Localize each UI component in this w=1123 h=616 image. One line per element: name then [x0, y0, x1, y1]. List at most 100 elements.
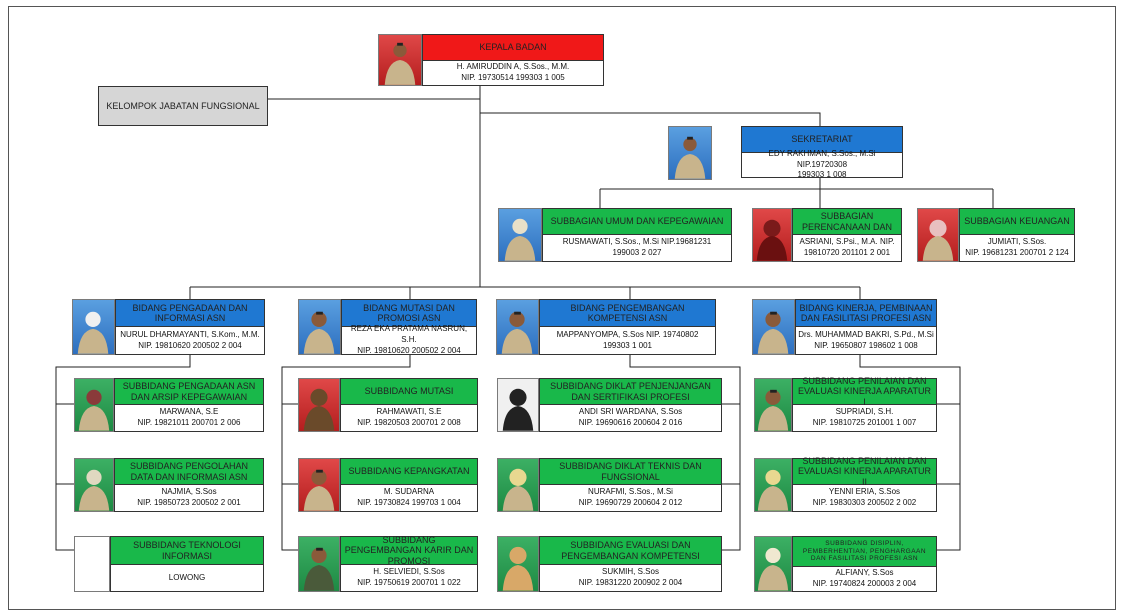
subbidang-photo-2-1 [298, 378, 340, 432]
subbidang-photo-3-3 [497, 536, 539, 592]
subbidang-title-3-2: SUBBIDANG DIKLAT TEKNIS DAN FUNGSIONAL [540, 459, 721, 485]
kepala-nip: NIP. 19730514 199303 1 005 [461, 73, 565, 82]
subbidang-photo-1-3 [74, 536, 110, 592]
subbidang-nip-4-3: NIP. 19740824 200003 2 004 [812, 579, 917, 588]
subbidang-title-2-1: SUBBIDANG MUTASI [341, 379, 477, 405]
subbagian-box-3: SUBBAGIAN KEUANGAN JUMIATI, S.Sos.NIP. 1… [959, 208, 1075, 262]
bidang-title-2: BIDANG MUTASI DAN PROMOSI ASN [342, 300, 476, 327]
bidang-box-4: BIDANG KINERJA, PEMBINAAN DAN FASILITASI… [795, 299, 937, 355]
sekretariat-title: SEKRETARIAT [742, 127, 902, 153]
subbagian-nip-3: NIP. 19681231 200701 2 124 [965, 248, 1069, 257]
subbidang-box-4-3: SUBBIDANG DISIPLIN, PEMBERHENTIAN, PENGH… [792, 536, 937, 592]
subbidang-photo-4-3 [754, 536, 792, 592]
subbidang-box-3-1: SUBBIDANG DIKLAT PENJENJANGAN DAN SERTIF… [539, 378, 722, 432]
subbidang-nip-4-2: NIP. 19830303 200502 2 002 [812, 498, 917, 507]
subbidang-nip-2-2: NIP. 19730824 199703 1 004 [357, 498, 461, 507]
subbidang-name-3-2: NURAFMI, S.Sos., M.Si [588, 487, 673, 497]
subbagian-name-2: ASRIANI, S.Psi., M.A. NIP. [799, 237, 895, 247]
subbidang-name-2-1: RAHMAWATI, S.E [376, 407, 442, 417]
subbidang-nip-3-2: NIP. 19690729 200604 2 012 [578, 498, 683, 507]
subbagian-title-3: SUBBAGIAN KEUANGAN [960, 209, 1074, 235]
subbidang-nip-1-1: NIP. 19821011 200701 2 006 [137, 418, 241, 427]
subbidang-name-4-2: YENNI ERIA, S.Sos [828, 487, 901, 497]
subbidang-title-2-2: SUBBIDANG KEPANGKATAN [341, 459, 477, 485]
subbidang-box-1-1: SUBBIDANG PENGADAAN ASN DAN ARSIP KEPEGA… [114, 378, 264, 432]
bidang-photo-2 [298, 299, 341, 355]
subbidang-nip-3-1: NIP. 19690616 200604 2 016 [578, 418, 683, 427]
sekretariat-box: SEKRETARIAT EDY RAKHMAN, S.Sos., M.Si NI… [741, 126, 903, 180]
subbidang-name-1-1: MARWANA, S.E [159, 407, 219, 417]
subbidang-box-1-3: SUBBIDANG TEKNOLOGI INFORMASI LOWONG [110, 536, 264, 592]
subbidang-title-3-3: SUBBIDANG EVALUASI DAN PENGEMBANGAN KOMP… [540, 537, 721, 565]
subbidang-name-3-3: SUKMIH, S.Sos [602, 567, 659, 577]
bidang-name-1: NURUL DHARMAYANTI, S.Kom., M.M. [120, 329, 260, 339]
subbidang-nip-4-1: NIP. 19810725 201001 1 007 [812, 418, 917, 427]
subbagian-name-1: RUSMAWATI, S.Sos., M.Si NIP.19681231 [562, 237, 712, 247]
subbidang-title-4-2: SUBBIDANG PENILAIAN DAN EVALUASI KINERJA… [793, 456, 936, 487]
subbidang-photo-4-2 [754, 458, 792, 512]
bidang-name-2: REZA EKA PRATAMA NASRUN, S.H. [350, 324, 468, 345]
subbidang-photo-1-1 [74, 378, 114, 432]
subbidang-name-2-2: M. SUDARNA [383, 487, 435, 497]
bidang-nip-2: NIP. 19810620 200502 2 004 [357, 345, 461, 355]
subbidang-name-4-1: SUPRIADI, S.H. [835, 407, 894, 417]
subbidang-photo-1-2 [74, 458, 114, 512]
bidang-nip-4: NIP. 19650807 198602 1 008 [814, 340, 918, 350]
subbidang-nip-2-1: NIP. 19820503 200701 2 008 [357, 418, 461, 427]
subbagian-photo-1 [498, 208, 542, 262]
subbidang-box-4-2: SUBBIDANG PENILAIAN DAN EVALUASI KINERJA… [792, 456, 937, 512]
sekretariat-name: EDY RAKHMAN, S.Sos., M.Si NIP.19720308 [768, 148, 876, 169]
bidang-photo-1 [72, 299, 115, 355]
subbagian-title-2: SUBBAGIAN PERENCANAAN DAN [793, 209, 901, 235]
kepala-box: KEPALA BADAN H. AMIRUDDIN A, S.Sos., M.M… [422, 34, 604, 86]
subbagian-nip-2: 19810720 201101 2 001 [803, 248, 891, 257]
subbidang-name-4-3: ALFIANY, S.Sos [835, 568, 894, 578]
subbidang-name-3-1: ANDI SRI WARDANA, S.Sos [578, 407, 683, 417]
subbagian-photo-2 [752, 208, 792, 262]
subbagian-photo-3 [917, 208, 959, 262]
bidang-title-4: BIDANG KINERJA, PEMBINAAN DAN FASILITASI… [796, 300, 936, 327]
bidang-photo-3 [496, 299, 539, 355]
subbidang-photo-4-1 [754, 378, 792, 432]
subbagian-box-2: SUBBAGIAN PERENCANAAN DAN ASRIANI, S.Psi… [792, 208, 902, 262]
subbidang-nip-1-2: NIP. 19850723 200502 2 001 [137, 498, 241, 507]
subbagian-name-3: JUMIATI, S.Sos. [987, 237, 1047, 247]
subbidang-photo-3-2 [497, 458, 539, 512]
subbidang-title-1-2: SUBBIDANG PENGOLAHAN DATA DAN INFORMASI … [115, 459, 263, 485]
kepala-photo [378, 34, 422, 86]
subbidang-name-1-2: NAJMIA, S.Sos [161, 487, 217, 497]
subbidang-box-2-3: SUBBIDANG PENGEMBANGAN KARIR DAN PROMOSI… [340, 535, 478, 592]
subbagian-box-1: SUBBAGIAN UMUM DAN KEPEGAWAIAN RUSMAWATI… [542, 208, 732, 262]
bidang-photo-4 [752, 299, 795, 355]
sekretariat-nip: 199303 1 008 [797, 170, 847, 180]
subbidang-title-4-1: SUBBIDANG PENILAIAN DAN EVALUASI KINERJA… [793, 376, 936, 407]
subbidang-box-1-2: SUBBIDANG PENGOLAHAN DATA DAN INFORMASI … [114, 458, 264, 512]
kepala-name: H. AMIRUDDIN A, S.Sos., M.M. [456, 62, 570, 72]
subbagian-nip-1: 199003 2 027 [612, 248, 662, 257]
subbidang-name-1-3: LOWONG [168, 572, 206, 582]
bidang-box-2: BIDANG MUTASI DAN PROMOSI ASN REZA EKA P… [341, 299, 477, 355]
subbidang-photo-2-2 [298, 458, 340, 512]
subbidang-title-3-1: SUBBIDANG DIKLAT PENJENJANGAN DAN SERTIF… [540, 379, 721, 405]
subbidang-title-2-3: SUBBIDANG PENGEMBANGAN KARIR DAN PROMOSI [341, 535, 477, 566]
subbidang-photo-2-3 [298, 536, 340, 592]
subbidang-name-2-3: H. SELVIEDI, S.Sos [373, 567, 445, 577]
subbidang-nip-2-3: NIP. 19750619 200701 1 022 [357, 578, 461, 587]
bidang-name-4: Drs. MUHAMMAD BAKRI, S.Pd., M.Si [798, 329, 934, 339]
chart-frame [8, 6, 1116, 610]
sekretariat-photo [668, 126, 712, 180]
subbidang-title-1-3: SUBBIDANG TEKNOLOGI INFORMASI [111, 537, 263, 565]
subbidang-photo-3-1 [497, 378, 539, 432]
bidang-nip-1: NIP. 19810620 200502 2 004 [138, 340, 242, 350]
bidang-title-3: BIDANG PENGEMBANGAN KOMPETENSI ASN [540, 300, 715, 327]
kepala-title: KEPALA BADAN [423, 35, 603, 61]
bidang-box-3: BIDANG PENGEMBANGAN KOMPETENSI ASN MAPPA… [539, 299, 716, 355]
subbidang-box-3-3: SUBBIDANG EVALUASI DAN PENGEMBANGAN KOMP… [539, 536, 722, 592]
bidang-box-1: BIDANG PENGADAAN DAN INFORMASI ASN NURUL… [115, 299, 265, 355]
subbagian-title-1: SUBBAGIAN UMUM DAN KEPEGAWAIAN [543, 209, 731, 235]
bidang-nip-3: 199303 1 001 [603, 340, 652, 350]
bidang-title-1: BIDANG PENGADAAN DAN INFORMASI ASN [116, 300, 264, 327]
